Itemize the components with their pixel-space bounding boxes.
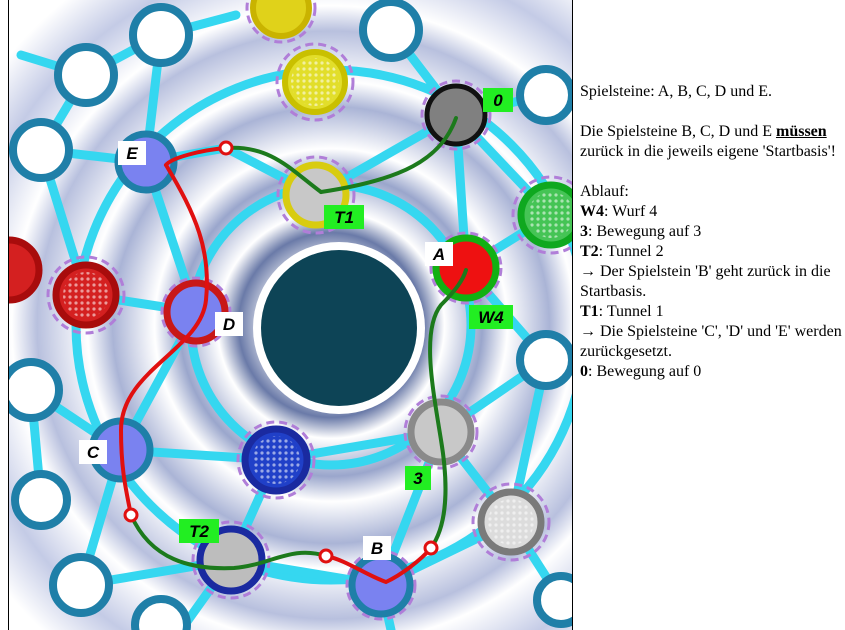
step-6: → Die Spielsteine 'C', 'D' und 'E' werde…: [580, 322, 842, 362]
step-2: 3: Bewegung auf 3: [580, 222, 842, 242]
label-d-box: [215, 312, 243, 336]
step-3: T2: Tunnel 2: [580, 242, 842, 262]
label-b: B: [371, 539, 383, 558]
center-hole: [261, 250, 417, 406]
label-a: A: [432, 245, 445, 264]
path-w4: [428, 268, 468, 550]
label-three-box: [405, 466, 431, 490]
movement-paths: [118, 116, 468, 585]
label-e-box: [118, 141, 146, 165]
label-e: E: [126, 144, 138, 163]
rule-prefix: Die Spielsteine B, C, D und E: [580, 123, 776, 140]
step-4-text: → Der Spielstein 'B' geht zurück in die …: [580, 263, 831, 300]
label-a-box: [425, 242, 453, 266]
step-3-key: T2: [580, 243, 599, 260]
step-5-text: : Tunnel 1: [598, 303, 664, 320]
sequence: Ablauf: W4: Wurf 4 3: Bewegung auf 3 T2:…: [580, 182, 842, 382]
intro-text: Spielsteine: A, B, C, D und E.: [580, 83, 772, 100]
step-2-key: 3: [580, 223, 588, 240]
explanation-panel: Spielsteine: A, B, C, D und E. Die Spiel…: [580, 82, 842, 382]
step-2-text: : Bewegung auf 3: [588, 223, 702, 240]
step-5: T1: Tunnel 1: [580, 302, 842, 322]
path-t2: [129, 513, 328, 571]
rule-emphasis: müssen: [775, 123, 827, 140]
label-t1: T1: [334, 208, 354, 227]
piece-b: [348, 552, 414, 618]
path-markers: [123, 140, 439, 564]
game-board: E A D C B 0 T1 W4 3 T2: [8, 0, 573, 630]
step-7-key: 0: [580, 363, 588, 380]
label-c-box: [79, 440, 107, 464]
path-reset: [118, 163, 209, 517]
step-4: → Der Spielstein 'B' geht zurück in die …: [580, 262, 842, 302]
path-b-red: [324, 546, 433, 585]
step-7-text: : Bewegung auf 0: [588, 363, 702, 380]
label-w4: W4: [478, 308, 504, 327]
empty-fields: [9, 0, 572, 630]
board-svg: E A D C B 0 T1 W4 3 T2: [9, 0, 572, 630]
label-c: C: [87, 443, 100, 462]
path-t1: [224, 145, 323, 194]
step-6-text: → Die Spielsteine 'C', 'D' und 'E' werde…: [580, 323, 842, 360]
label-b-box: [363, 536, 391, 560]
step-1-key: W4: [580, 203, 604, 220]
board-labels: E A D C B 0 T1 W4 3 T2: [79, 88, 513, 560]
rule-text: Die Spielsteine B, C, D und E müssen zur…: [580, 122, 842, 162]
base-pieces: [9, 0, 572, 600]
path-zero: [319, 116, 458, 194]
step-3-text: : Tunnel 2: [598, 243, 664, 260]
label-three: 3: [413, 469, 423, 488]
step-1-text: : Wurf 4: [604, 203, 658, 220]
rule-suffix: zurück in die jeweils eigene 'Startbasis…: [580, 143, 836, 160]
label-t2: T2: [189, 522, 209, 541]
step-7: 0: Bewegung auf 0: [580, 362, 842, 382]
step-1: W4: Wurf 4: [580, 202, 842, 222]
label-zero-box: [483, 88, 513, 112]
label-zero: 0: [493, 91, 503, 110]
label-t2-box: [179, 519, 219, 543]
step-5-key: T1: [580, 303, 599, 320]
sequence-title: Ablauf:: [580, 183, 629, 200]
label-t1-box: [324, 205, 364, 229]
label-d: D: [223, 315, 235, 334]
label-w4-box: [469, 305, 513, 329]
